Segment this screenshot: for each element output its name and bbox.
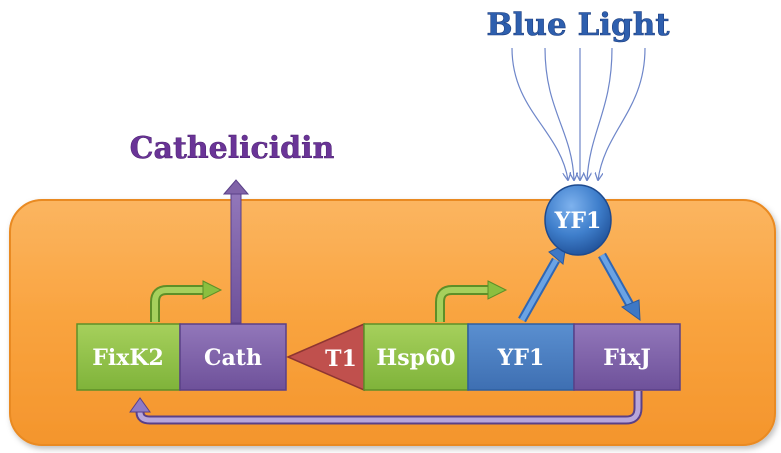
yf1-part: YF1 [467,323,575,391]
hsp60-label: Hsp60 [376,345,455,371]
yf1-protein [544,184,612,256]
cath-export-arrow [222,179,250,324]
cathelicidin-label: Cathelicidin [130,131,335,166]
yf1-protein-label: YF1 [554,208,602,234]
light-ray [544,47,574,180]
fixk2-part: FixK2 [76,323,181,391]
fixj-feedback-arrow [129,391,643,425]
cell-body [9,199,776,446]
fixk2-promoter-arrow [150,280,223,322]
light-ray [587,47,613,180]
yf1-activation-arrows [518,243,641,323]
t1-label: T1 [325,346,357,372]
light-rays [511,47,646,180]
yf1-part-label: YF1 [497,345,545,371]
light-ray [511,47,568,180]
light-ray [598,47,646,180]
fixj-label: FixJ [603,345,651,371]
hsp60-promoter-arrow [435,280,508,322]
blue-light-label: Blue Light [486,7,670,43]
hsp60-part: Hsp60 [363,323,469,391]
cath-part: Cath [179,323,287,391]
cath-label: Cath [204,345,262,371]
fixj-part: FixJ [573,323,681,391]
fixk2-label: FixK2 [92,345,164,371]
